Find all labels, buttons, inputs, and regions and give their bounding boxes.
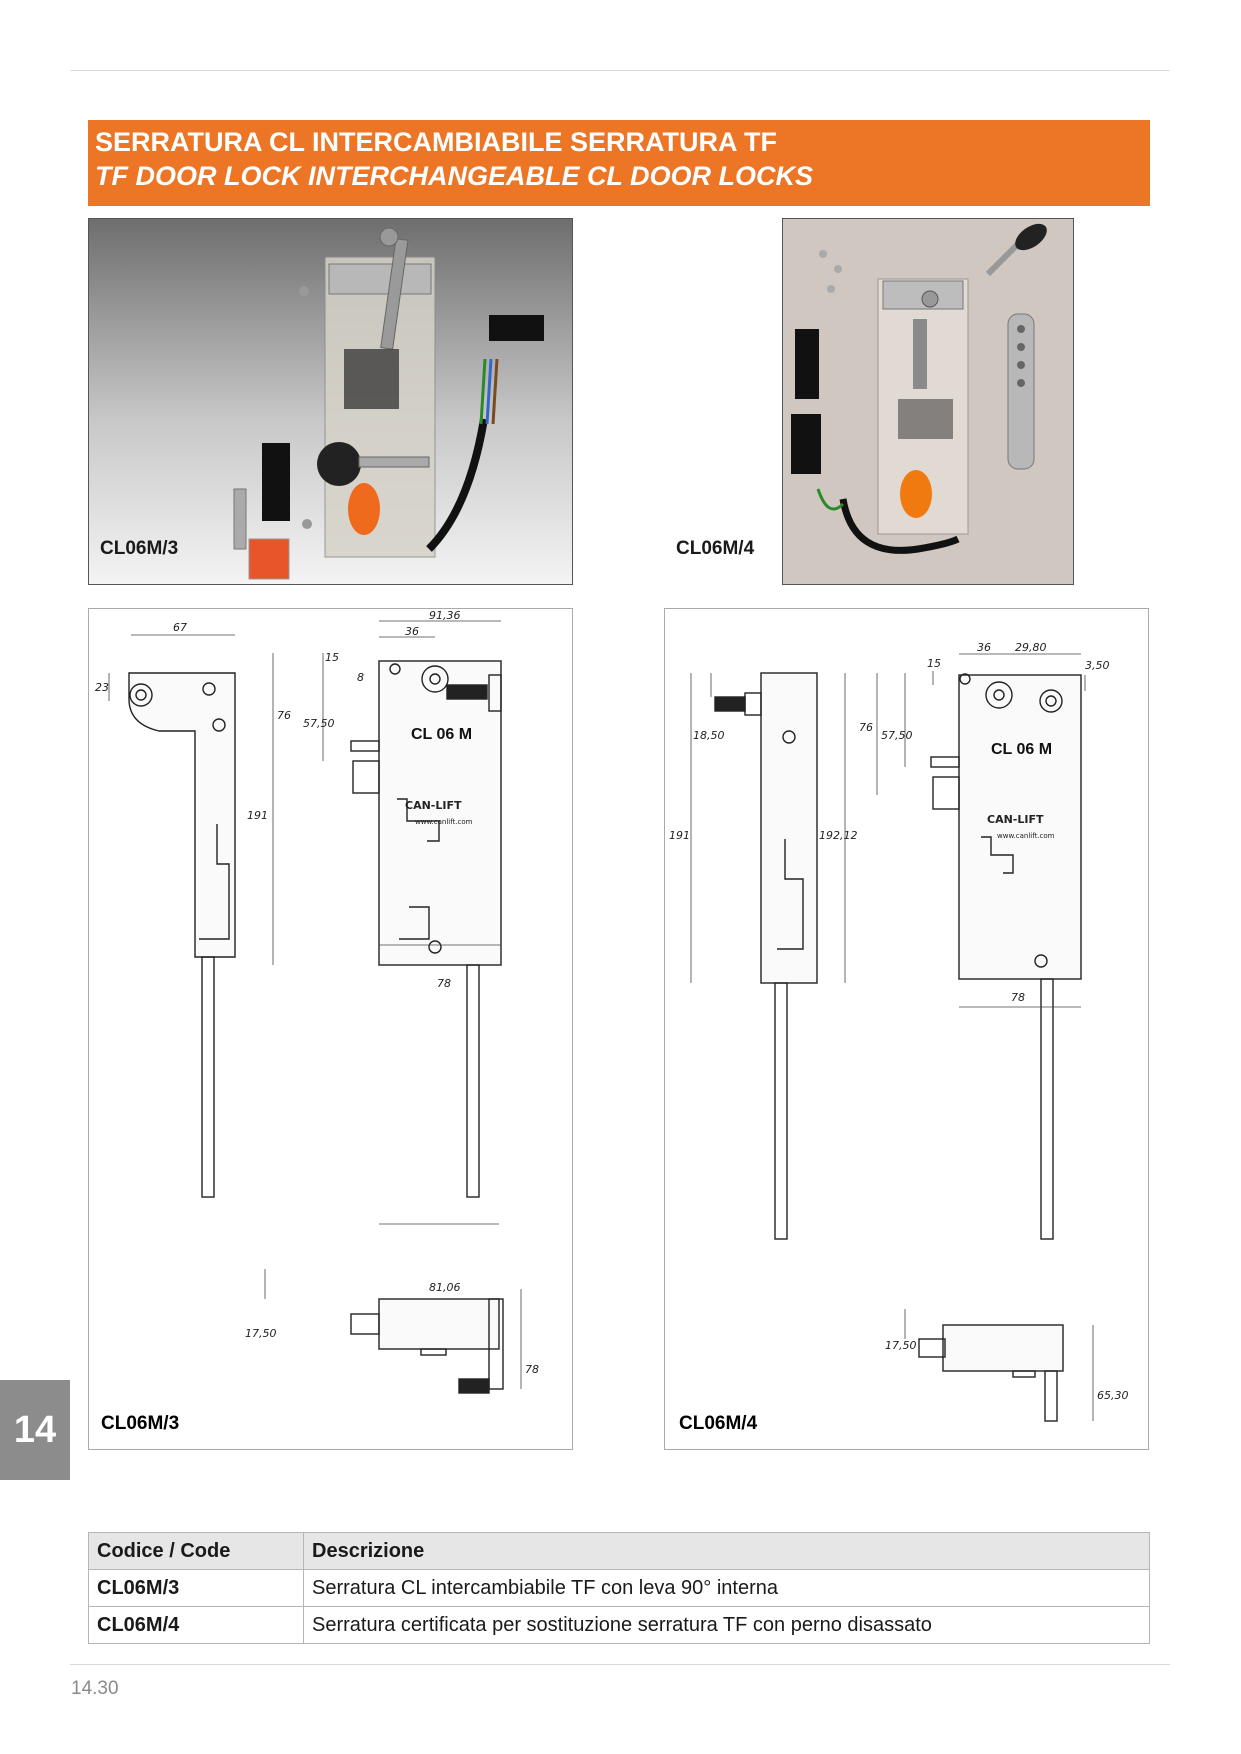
dim-label: 57,50: [303, 717, 335, 730]
dim-label: 17,50: [245, 1327, 277, 1340]
device-label-url: www.canlift.com: [415, 818, 473, 826]
table-cell-code: CL06M/3: [88, 1569, 304, 1607]
product-photo-cl06m4-illustration: [783, 219, 1073, 584]
dim-label: 81,06: [429, 1281, 461, 1294]
table-header-row: Codice / Code Descrizione: [88, 1532, 1150, 1570]
drawing-cl06m3-svg: 67 23 191 76 57,50 15 8 91,36 36 78 81,0…: [95, 609, 539, 1434]
table-cell-description: Serratura CL intercambiabile TF con leva…: [303, 1569, 1150, 1607]
technical-drawing-cl06m3: 67 23 191 76 57,50 15 8 91,36 36 78 81,0…: [88, 608, 573, 1450]
top-rule: [70, 70, 1170, 71]
photo-caption-cl06m3: CL06M/3: [100, 538, 179, 559]
device-label-model: CL 06 M: [991, 741, 1052, 758]
table-cell-code: CL06M/4: [88, 1606, 304, 1644]
dim-label: 76: [277, 709, 291, 722]
drawing-cl06m4-svg: 36 29,80 15 3,50 57,50 76 18,50 191 192,…: [669, 641, 1129, 1434]
dim-label: 3,50: [1085, 659, 1110, 672]
table-row: CL06M/4 Serratura certificata per sostit…: [88, 1606, 1150, 1644]
product-photo-cl06m3: [88, 218, 573, 585]
dim-label: 67: [173, 621, 187, 634]
table-cell-description: Serratura certificata per sostituzione s…: [303, 1606, 1150, 1644]
device-label-model: CL 06 M: [411, 726, 472, 743]
dim-label: 191: [669, 829, 690, 842]
product-code-table: Codice / Code Descrizione CL06M/3 Serrat…: [88, 1532, 1150, 1644]
dim-label: 91,36: [429, 609, 461, 622]
dim-label: 65,30: [1097, 1389, 1129, 1402]
dim-label: 78: [437, 977, 451, 990]
dim-label: 57,50: [881, 729, 913, 742]
dim-label: 36: [405, 625, 419, 638]
header-title-english: TF DOOR LOCK INTERCHANGEABLE CL DOOR LOC…: [95, 161, 813, 191]
section-tab: 14: [0, 1380, 70, 1480]
dim-label: 15: [325, 651, 339, 664]
table-row: CL06M/3 Serratura CL intercambiabile TF …: [88, 1569, 1150, 1607]
device-label-brand: CAN-LIFT: [405, 799, 462, 812]
photo-caption-cl06m4: CL06M/4: [676, 538, 755, 559]
page-number: 14.30: [71, 1678, 119, 1699]
dim-label: 8: [357, 671, 364, 684]
dim-label: 78: [525, 1363, 539, 1376]
drawing-caption-cl06m3: CL06M/3: [101, 1413, 179, 1434]
column-header-code: Codice / Code: [88, 1532, 304, 1570]
dim-label: 15: [927, 657, 941, 670]
dim-label: 17,50: [885, 1339, 917, 1352]
dim-label: 29,80: [1015, 641, 1047, 654]
dim-label: 18,50: [693, 729, 725, 742]
technical-drawing-cl06m4: 36 29,80 15 3,50 57,50 76 18,50 191 192,…: [664, 608, 1149, 1450]
dim-label: 78: [1011, 991, 1025, 1004]
column-header-description: Descrizione: [303, 1532, 1150, 1570]
header-title-italian: SERRATURA CL INTERCAMBIABILE SERRATURA T…: [95, 127, 777, 157]
dim-label: 76: [859, 721, 873, 734]
dim-label: 36: [977, 641, 991, 654]
bottom-rule: [70, 1664, 1170, 1665]
dim-label: 23: [95, 681, 109, 694]
device-label-url: www.canlift.com: [997, 832, 1055, 840]
section-header: SERRATURA CL INTERCAMBIABILE SERRATURA T…: [88, 120, 1150, 206]
dim-label: 192,12: [819, 829, 858, 842]
drawing-caption-cl06m4: CL06M/4: [679, 1413, 758, 1434]
dim-label: 191: [247, 809, 268, 822]
device-label-brand: CAN-LIFT: [987, 813, 1044, 826]
product-photo-cl06m4: [782, 218, 1074, 585]
product-photo-cl06m3-illustration: [89, 219, 572, 584]
